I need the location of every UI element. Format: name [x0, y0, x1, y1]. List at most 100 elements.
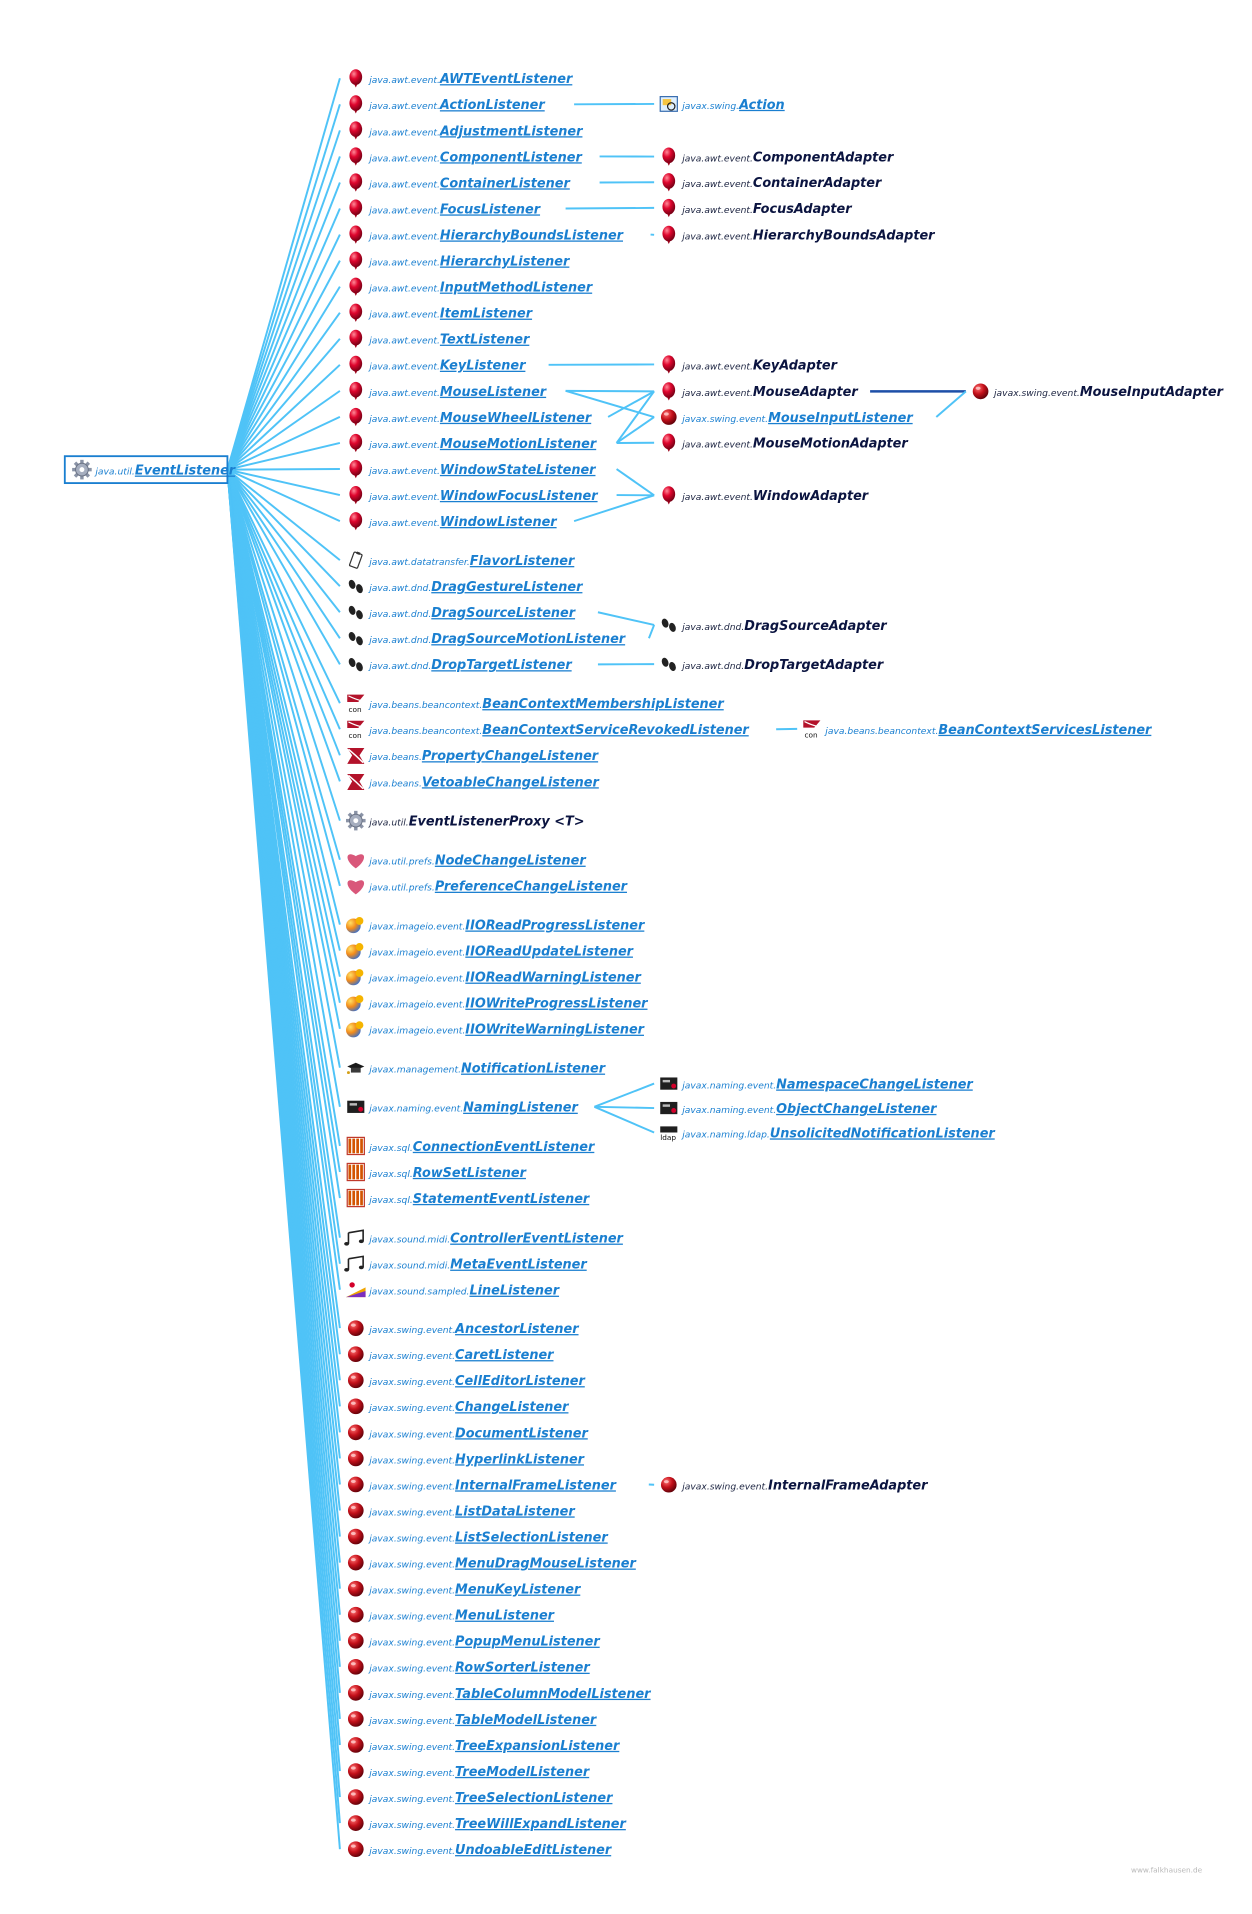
node-cell-editor-listener[interactable]: javax.swing.event.CellEditorListener — [347, 1372, 585, 1389]
tree-expansion-listener-label[interactable]: javax.swing.event.TreeExpansionListener — [367, 1739, 620, 1754]
item-listener-label[interactable]: java.awt.event.ItemListener — [367, 307, 533, 322]
tree-model-listener-label[interactable]: javax.swing.event.TreeModelListener — [367, 1765, 590, 1780]
node-menu-key-listener[interactable]: javax.swing.event.MenuKeyListener — [347, 1580, 581, 1598]
input-method-listener-label[interactable]: java.awt.event.InputMethodListener — [367, 281, 593, 296]
list-selection-listener-label[interactable]: javax.swing.event.ListSelectionListener — [367, 1530, 608, 1545]
node-change-listener[interactable]: javax.swing.event.ChangeListener — [347, 1398, 569, 1416]
tree-will-expand-listener-label[interactable]: javax.swing.event.TreeWillExpandListener — [367, 1817, 626, 1832]
root-node-event-listener[interactable]: java.util.EventListener — [63, 455, 236, 485]
node-vetoable-change-listener[interactable]: java.beans.VetoableChangeListener — [347, 774, 600, 790]
node-key-listener[interactable]: java.awt.event.KeyListener — [349, 355, 526, 374]
node-preference-change-listener[interactable]: java.util.prefs.PreferenceChangeListener — [347, 880, 628, 895]
node-row-set-listener[interactable]: javax.sql.RowSetListener — [346, 1162, 527, 1182]
drag-source-listener-label[interactable]: java.awt.dnd.DragSourceListener — [367, 606, 576, 621]
iioread-update-listener-label[interactable]: javax.imageio.event.IIOReadUpdateListene… — [367, 945, 633, 960]
node-namespace-change-listener[interactable]: javax.naming.event.NamespaceChangeListen… — [660, 1077, 973, 1092]
node-component-listener[interactable]: java.awt.event.ComponentListener — [349, 147, 582, 166]
namespace-change-listener-label[interactable]: javax.naming.event.NamespaceChangeListen… — [680, 1077, 973, 1092]
statement-event-listener-label[interactable]: javax.sql.StatementEventListener — [367, 1192, 590, 1207]
node-text-listener[interactable]: java.awt.event.TextListener — [349, 329, 530, 348]
controller-event-listener-label[interactable]: javax.sound.midi.ControllerEventListener — [367, 1232, 623, 1247]
node-notification-listener[interactable]: javax.management.NotificationListener — [346, 1062, 606, 1077]
window-focus-listener-label[interactable]: java.awt.event.WindowFocusListener — [367, 489, 598, 504]
menu-drag-mouse-listener-label[interactable]: javax.swing.event.MenuDragMouseListener — [367, 1557, 636, 1572]
node-naming-listener[interactable]: javax.naming.event.NamingListener — [347, 1100, 578, 1116]
node-node-change-listener[interactable]: java.util.prefs.NodeChangeListener — [347, 854, 587, 869]
bean-context-services-listener-label[interactable]: java.beans.beancontext.BeanContextServic… — [823, 723, 1152, 738]
iioread-warning-listener-label[interactable]: javax.imageio.event.IIOReadWarningListen… — [367, 971, 641, 986]
adjustment-listener-label[interactable]: java.awt.event.AdjustmentListener — [367, 124, 583, 139]
ancestor-listener-label[interactable]: javax.swing.event.AncestorListener — [367, 1322, 579, 1337]
menu-key-listener-label[interactable]: javax.swing.event.MenuKeyListener — [367, 1583, 581, 1598]
table-model-listener-label[interactable]: javax.swing.event.TableModelListener — [367, 1713, 597, 1728]
tree-selection-listener-label[interactable]: javax.swing.event.TreeSelectionListener — [367, 1791, 613, 1806]
node-row-sorter-listener[interactable]: javax.swing.event.RowSorterListener — [347, 1659, 590, 1676]
node-drag-source-motion-listener[interactable]: java.awt.dnd.DragSourceMotionListener — [348, 631, 626, 647]
node-window-focus-listener[interactable]: java.awt.event.WindowFocusListener — [349, 486, 598, 505]
action-listener-label[interactable]: java.awt.event.ActionListener — [367, 98, 545, 113]
object-change-listener-label[interactable]: javax.naming.event.ObjectChangeListener — [680, 1102, 937, 1117]
container-listener-label[interactable]: java.awt.event.ContainerListener — [367, 176, 570, 191]
preference-change-listener-label[interactable]: java.util.prefs.PreferenceChangeListener — [367, 880, 627, 895]
node-action[interactable]: javax.swing.Action — [659, 96, 785, 113]
node-item-listener[interactable]: java.awt.event.ItemListener — [349, 303, 533, 322]
node-mouse-input-listener[interactable]: javax.swing.event.MouseInputListener — [660, 409, 913, 426]
node-hierarchy-bounds-listener[interactable]: java.awt.event.HierarchyBoundsListener — [349, 225, 624, 244]
node-iioread-progress-listener[interactable]: javax.imageio.event.IIOReadProgressListe… — [346, 917, 645, 933]
node-controller-event-listener[interactable]: javax.sound.midi.ControllerEventListener — [344, 1229, 624, 1247]
component-listener-label[interactable]: java.awt.event.ComponentListener — [367, 150, 582, 165]
node-tree-selection-listener[interactable]: javax.swing.event.TreeSelectionListener — [347, 1789, 613, 1806]
mouse-motion-listener-label[interactable]: java.awt.event.MouseMotionListener — [367, 437, 597, 452]
window-listener-label[interactable]: java.awt.event.WindowListener — [367, 515, 557, 530]
node-menu-listener[interactable]: javax.swing.event.MenuListener — [347, 1606, 555, 1624]
node-object-change-listener[interactable]: javax.naming.event.ObjectChangeListener — [660, 1101, 937, 1117]
hierarchy-listener-label[interactable]: java.awt.event.HierarchyListener — [367, 255, 570, 270]
node-mouse-wheel-listener[interactable]: java.awt.event.MouseWheelListener — [349, 407, 592, 427]
unsolicited-notification-listener-label[interactable]: javax.naming.ldap.UnsolicitedNotificatio… — [680, 1126, 995, 1141]
node-action-listener[interactable]: java.awt.event.ActionListener — [349, 95, 545, 114]
node-window-listener[interactable]: java.awt.event.WindowListener — [349, 512, 557, 531]
event-listener-label[interactable]: java.util.EventListener — [93, 464, 235, 479]
node-flavor-listener[interactable]: java.awt.datatransfer.FlavorListener — [348, 551, 575, 569]
node-iiowrite-progress-listener[interactable]: javax.imageio.event.IIOWriteProgressList… — [346, 995, 648, 1012]
table-column-model-listener-label[interactable]: javax.swing.event.TableColumnModelListen… — [367, 1687, 651, 1702]
node-list-selection-listener[interactable]: javax.swing.event.ListSelectionListener — [347, 1528, 608, 1546]
node-table-column-model-listener[interactable]: javax.swing.event.TableColumnModelListen… — [347, 1685, 651, 1702]
bean-context-membership-listener-label[interactable]: java.beans.beancontext.BeanContextMember… — [367, 697, 724, 712]
node-awtevent-listener[interactable]: java.awt.event.AWTEventListener — [349, 69, 573, 88]
action-label[interactable]: javax.swing.Action — [680, 98, 784, 113]
iiowrite-warning-listener-label[interactable]: javax.imageio.event.IIOWriteWarningListe… — [367, 1023, 644, 1038]
node-mouse-motion-listener[interactable]: java.awt.event.MouseMotionListener — [349, 433, 597, 453]
node-focus-listener[interactable]: java.awt.event.FocusListener — [349, 199, 541, 218]
node-drag-gesture-listener[interactable]: java.awt.dnd.DragGestureListener — [348, 579, 584, 595]
node-input-method-listener[interactable]: java.awt.event.InputMethodListener — [349, 277, 593, 296]
menu-listener-label[interactable]: javax.swing.event.MenuListener — [367, 1609, 554, 1624]
hyperlink-listener-label[interactable]: javax.swing.event.HyperlinkListener — [367, 1452, 584, 1467]
row-sorter-listener-label[interactable]: javax.swing.event.RowSorterListener — [367, 1661, 590, 1676]
node-table-model-listener[interactable]: javax.swing.event.TableModelListener — [347, 1711, 597, 1728]
node-drop-target-listener[interactable]: java.awt.dnd.DropTargetListener — [348, 657, 573, 673]
meta-event-listener-label[interactable]: javax.sound.midi.MetaEventListener — [367, 1258, 587, 1273]
node-iioread-warning-listener[interactable]: javax.imageio.event.IIOReadWarningListen… — [346, 969, 641, 986]
node-hyperlink-listener[interactable]: javax.swing.event.HyperlinkListener — [347, 1450, 585, 1468]
node-undoable-edit-listener[interactable]: javax.swing.event.UndoableEditListener — [347, 1841, 612, 1858]
node-popup-menu-listener[interactable]: javax.swing.event.PopupMenuListener — [347, 1632, 600, 1650]
mouse-listener-label[interactable]: java.awt.event.MouseListener — [367, 385, 547, 400]
mouse-wheel-listener-label[interactable]: java.awt.event.MouseWheelListener — [367, 411, 592, 426]
node-tree-will-expand-listener[interactable]: javax.swing.event.TreeWillExpandListener — [347, 1815, 627, 1832]
node-statement-event-listener[interactable]: javax.sql.StatementEventListener — [346, 1188, 590, 1208]
node-tree-expansion-listener[interactable]: javax.swing.event.TreeExpansionListener — [347, 1737, 620, 1754]
node-container-listener[interactable]: java.awt.event.ContainerListener — [349, 173, 570, 192]
node-hierarchy-listener[interactable]: java.awt.event.HierarchyListener — [349, 251, 570, 270]
text-listener-label[interactable]: java.awt.event.TextListener — [367, 333, 530, 348]
node-change-listener-label[interactable]: java.util.prefs.NodeChangeListener — [367, 854, 586, 869]
list-data-listener-label[interactable]: javax.swing.event.ListDataListener — [367, 1504, 575, 1519]
node-mouse-listener[interactable]: java.awt.event.MouseListener — [349, 381, 547, 401]
node-property-change-listener[interactable]: java.beans.PropertyChangeListener — [347, 747, 599, 764]
line-listener-label[interactable]: javax.sound.sampled.LineListener — [367, 1284, 559, 1299]
node-caret-listener[interactable]: javax.swing.event.CaretListener — [347, 1346, 554, 1363]
hierarchy-bounds-listener-label[interactable]: java.awt.event.HierarchyBoundsListener — [367, 228, 623, 243]
node-menu-drag-mouse-listener[interactable]: javax.swing.event.MenuDragMouseListener — [347, 1554, 637, 1572]
